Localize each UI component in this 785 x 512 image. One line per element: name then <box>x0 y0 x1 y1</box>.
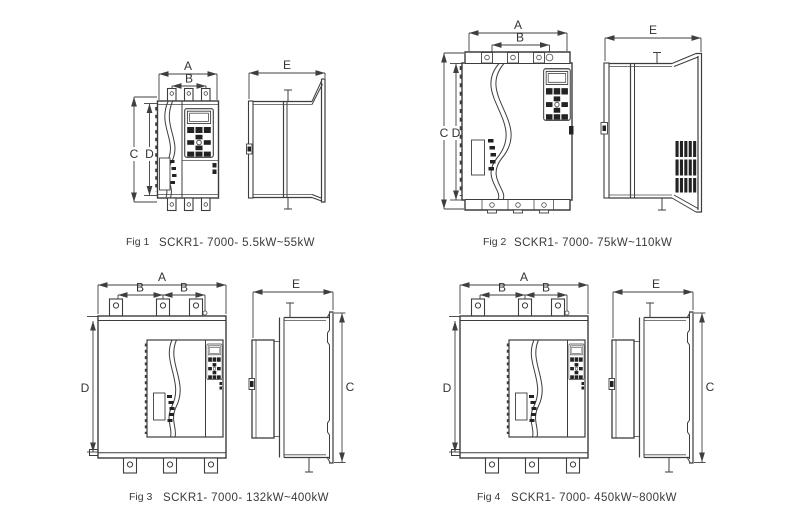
dim-label-a: A <box>184 59 192 73</box>
dim-label-e: E <box>292 277 300 291</box>
dim-label-b2: B <box>180 281 188 295</box>
dim-label-b: B <box>516 31 524 45</box>
mounting-tabs-bottom <box>166 197 211 212</box>
top-mounting-holes <box>481 52 554 64</box>
figure-caption-model: SCKR1- 7000- 5.5kW~55kW <box>159 237 315 249</box>
dim-label-c: C <box>130 147 139 161</box>
fig3-dimension-labels: A B B D E C <box>81 270 355 395</box>
dim-label-d: D <box>145 147 154 161</box>
fig1-side-view <box>246 70 326 210</box>
logo-text-marks <box>488 139 496 171</box>
mounting-plate <box>696 52 703 213</box>
mounting-plate <box>320 78 326 203</box>
bottom-mounting-holes <box>481 200 554 214</box>
dim-label-c: C <box>440 126 449 140</box>
dim-label-d: D <box>452 126 461 140</box>
vent-grille <box>675 141 697 193</box>
dim-label-a: A <box>520 270 528 284</box>
figure-caption-label: Fig 4 <box>477 491 501 503</box>
fig4-dimension-labels: A B B D E C <box>443 270 715 395</box>
wave-decoration <box>490 63 507 200</box>
dim-label-b: B <box>185 72 193 86</box>
dim-label-e: E <box>652 277 660 291</box>
dim-label-b: B <box>136 281 144 295</box>
dim-label-b2: B <box>542 281 550 295</box>
fig1-front-view <box>131 71 220 212</box>
fig2-front-view <box>441 30 574 214</box>
side-latch <box>569 126 574 135</box>
dim-label-e: E <box>649 23 657 37</box>
dim-label-d: D <box>81 381 90 395</box>
figure-2: A B C D E Fig 2 SCKR1- 7000- 75kW~110kW <box>440 18 703 249</box>
dim-label-b: B <box>498 281 506 295</box>
nameplate <box>159 157 171 191</box>
figure-3: A B B D E C Fig 3 SCKR1- 7000- 132kW~400… <box>81 270 355 504</box>
nameplate <box>471 139 485 176</box>
figure-4: A B B D E C Fig 4 SCKR1- 7000- 450kW~800… <box>443 270 715 504</box>
logo-text-marks <box>170 160 177 184</box>
dim-label-e: E <box>283 58 291 72</box>
mounting-tabs-top <box>166 87 211 102</box>
figure-caption-label: Fig 2 <box>483 236 507 248</box>
dim-label-a: A <box>158 270 166 284</box>
dim-label-a: A <box>514 18 522 32</box>
dim-label-c: C <box>706 380 715 394</box>
dim-label-d: D <box>443 381 452 395</box>
figure-caption-model: SCKR1- 7000- 132kW~400kW <box>163 492 329 504</box>
fig1-dimension-labels: A B C D E <box>130 58 291 161</box>
figure-caption-model: SCKR1- 7000- 75kW~110kW <box>514 237 672 249</box>
fig2-dimension-labels: A B C D E <box>440 18 657 140</box>
dim-label-c: C <box>346 380 355 394</box>
figure-caption-label: Fig 1 <box>126 236 150 248</box>
fig2-side-view <box>600 35 703 213</box>
figure-1: A B C D E Fig 1 SCKR1- 7000- 5.5kW~55kW <box>126 58 326 249</box>
figure-caption-model: SCKR1- 7000- 450kW~800kW <box>511 492 677 504</box>
figure-caption-label: Fig 3 <box>129 491 153 503</box>
